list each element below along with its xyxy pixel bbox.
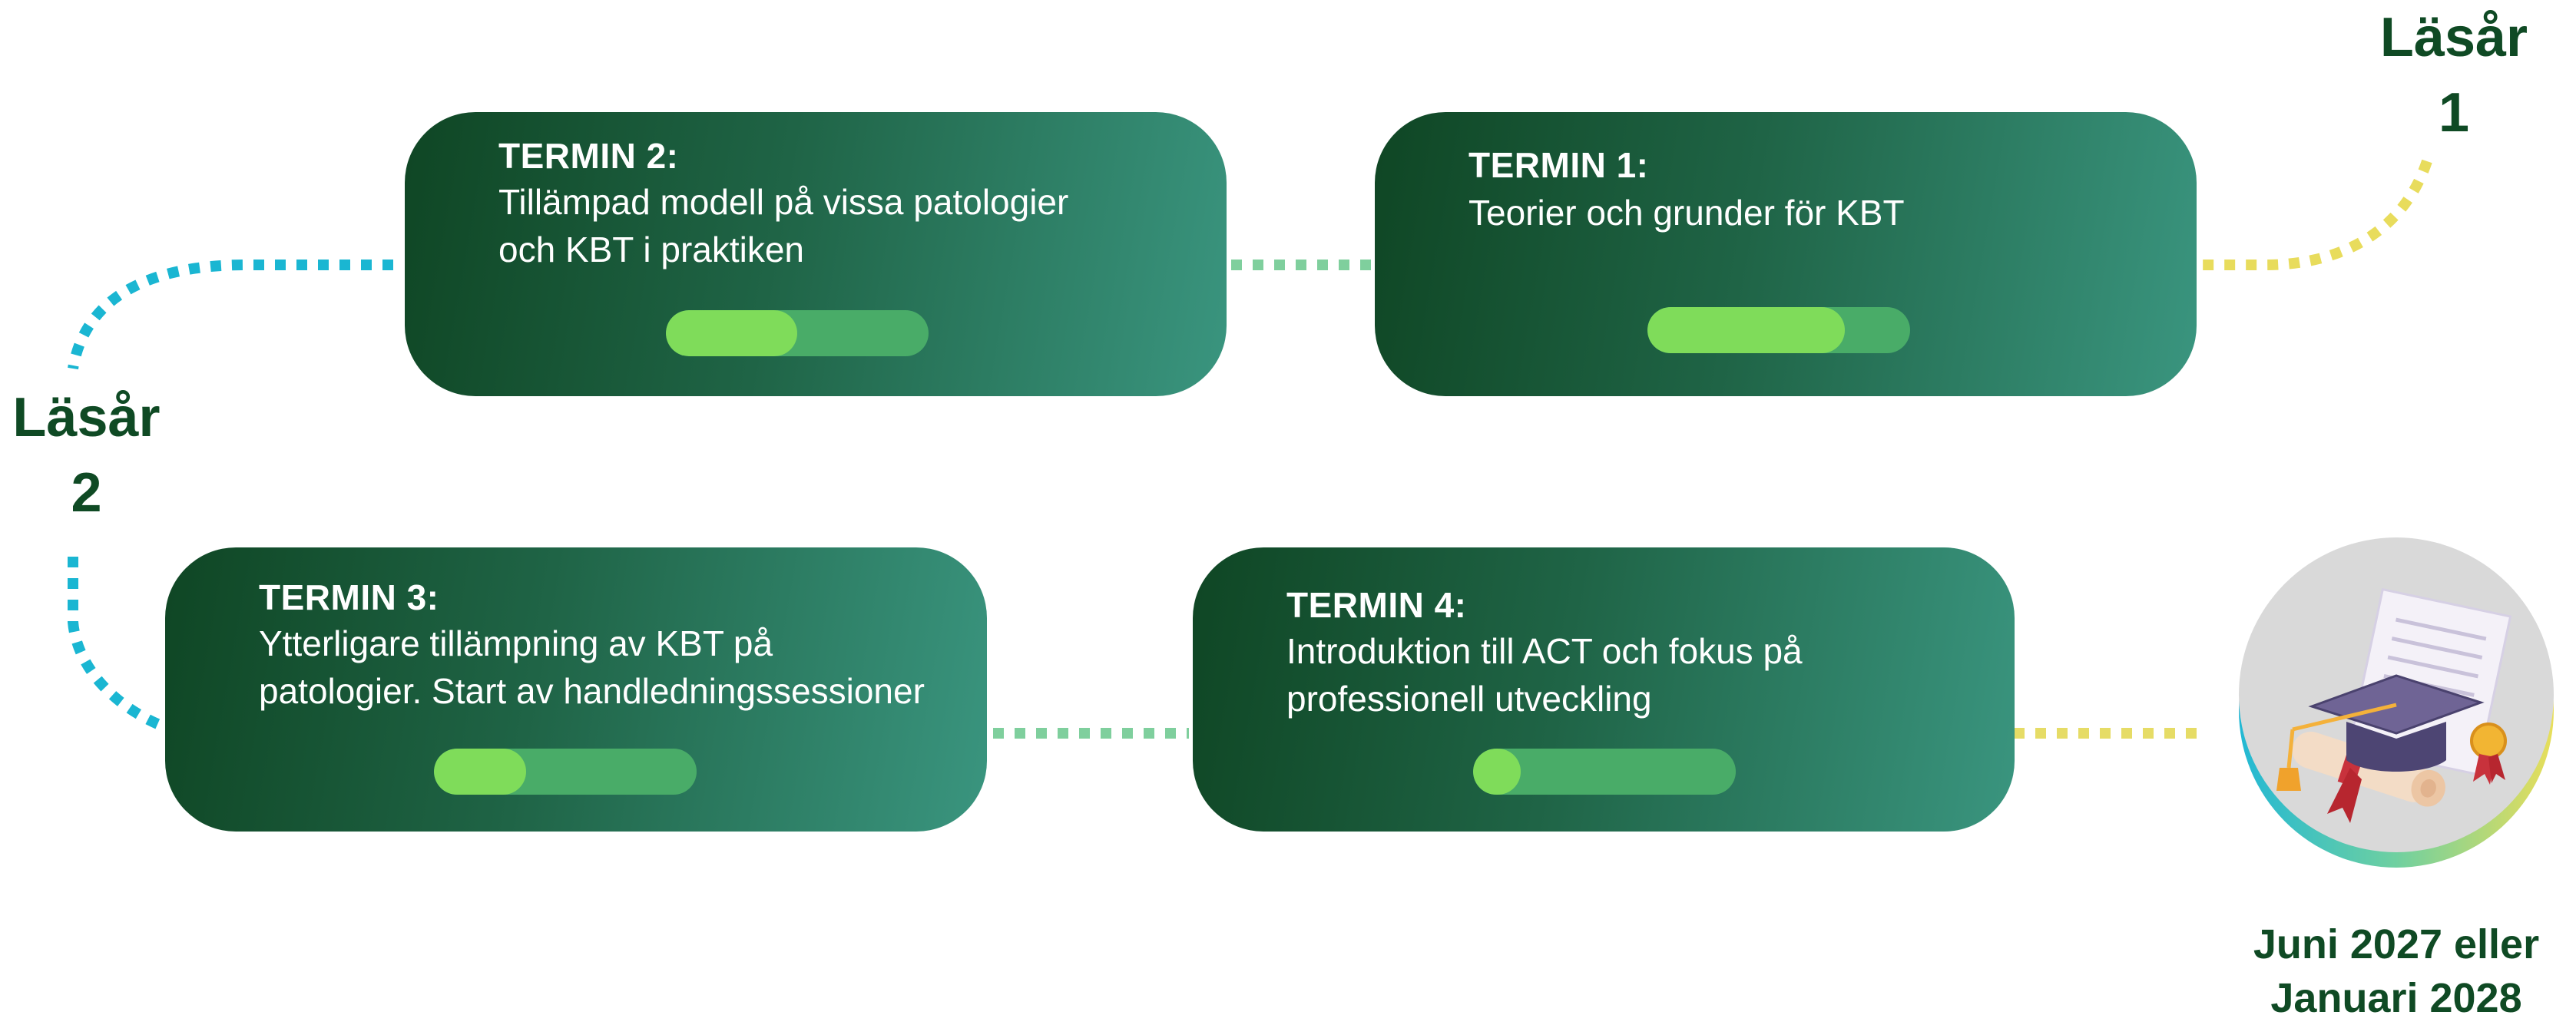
- term-2-progress-fill: [666, 310, 797, 356]
- term-4-title: TERMIN 4:: [1286, 585, 1467, 625]
- path-year1-to-term1: [2203, 159, 2432, 270]
- term-3-progress-fill: [434, 749, 526, 795]
- term-4-card: TERMIN 4: Introduktion till ACT och foku…: [1193, 547, 2015, 832]
- term-3-description: Ytterligare tillämpning av KBT på patolo…: [259, 623, 925, 711]
- term-1-title: TERMIN 1:: [1468, 145, 1649, 185]
- year-1-label: Läsår 1: [2379, 7, 2528, 144]
- graduation-date-label: Juni 2027 eller Januari 2028: [2253, 921, 2540, 1021]
- term-2-description: Tillämpad modell på vissa patologier och…: [498, 182, 1069, 269]
- term-2-progress-bar: [666, 310, 929, 356]
- term-4-progress-bar: [1473, 749, 1736, 795]
- path-year2-to-term3: [68, 557, 164, 731]
- term-4-progress-fill: [1473, 749, 1521, 795]
- term-3-title: TERMIN 3:: [259, 577, 439, 617]
- term-4-description: Introduktion till ACT och fokus på profe…: [1286, 631, 1803, 719]
- term-1-description: Teorier och grunder för KBT: [1468, 193, 1905, 233]
- term-3-card: TERMIN 3: Ytterligare tillämpning av KBT…: [165, 547, 987, 832]
- term-3-progress-bar: [434, 749, 697, 795]
- graduation-cap-diploma-icon: [2239, 537, 2554, 868]
- term-1-progress-fill: [1647, 307, 1845, 353]
- term-1-card: TERMIN 1: Teorier och grunder för KBT: [1375, 112, 2197, 396]
- term-1-progress-bar: [1647, 307, 1910, 353]
- path-term2-to-year2: [68, 260, 393, 370]
- year-2-label: Läsår 2: [12, 387, 161, 524]
- term-2-card: TERMIN 2: Tillämpad modell på vissa pato…: [405, 112, 1227, 396]
- term-2-title: TERMIN 2:: [498, 136, 679, 176]
